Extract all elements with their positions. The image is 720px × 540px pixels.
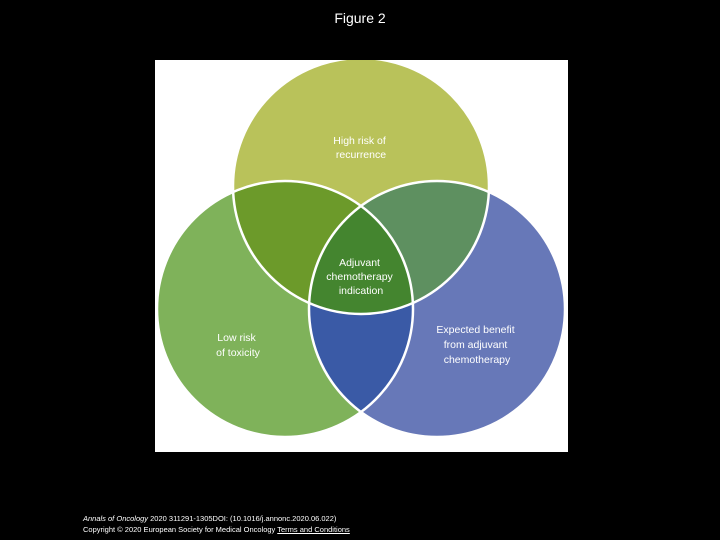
journal-name: Annals of Oncology xyxy=(83,514,149,523)
circle-top-outline xyxy=(231,60,491,316)
terms-and-conditions-link[interactable]: Terms and Conditions xyxy=(277,525,350,534)
circle-left-outline xyxy=(155,179,415,439)
citation-line: Annals of Oncology 2020 311291-1305DOI: … xyxy=(83,513,350,524)
venn-diagram-panel: High risk of recurrence Low risk of toxi… xyxy=(155,60,568,452)
copyright-line: Copyright © 2020 European Society for Me… xyxy=(83,524,350,535)
label-adjuvant-chemotherapy-indication: Adjuvant chemotherapy indication xyxy=(326,257,395,297)
label-low-risk-toxicity: Low risk of toxicity xyxy=(216,332,261,359)
venn-diagram: High risk of recurrence Low risk of toxi… xyxy=(155,60,567,439)
overlap-center xyxy=(309,181,413,314)
label-expected-benefit: Expected benefit from adjuvant chemother… xyxy=(436,324,517,366)
label-high-risk-recurrence: High risk of recurrence xyxy=(333,135,388,161)
copyright-text: Copyright © 2020 European Society for Me… xyxy=(83,525,276,534)
circle-right-outline xyxy=(307,179,567,439)
figure-title: Figure 2 xyxy=(334,10,386,26)
citation-text: 2020 311291-1305DOI: (10.1016/j.annonc.2… xyxy=(148,514,337,523)
citation-footer: Annals of Oncology 2020 311291-1305DOI: … xyxy=(83,513,350,535)
